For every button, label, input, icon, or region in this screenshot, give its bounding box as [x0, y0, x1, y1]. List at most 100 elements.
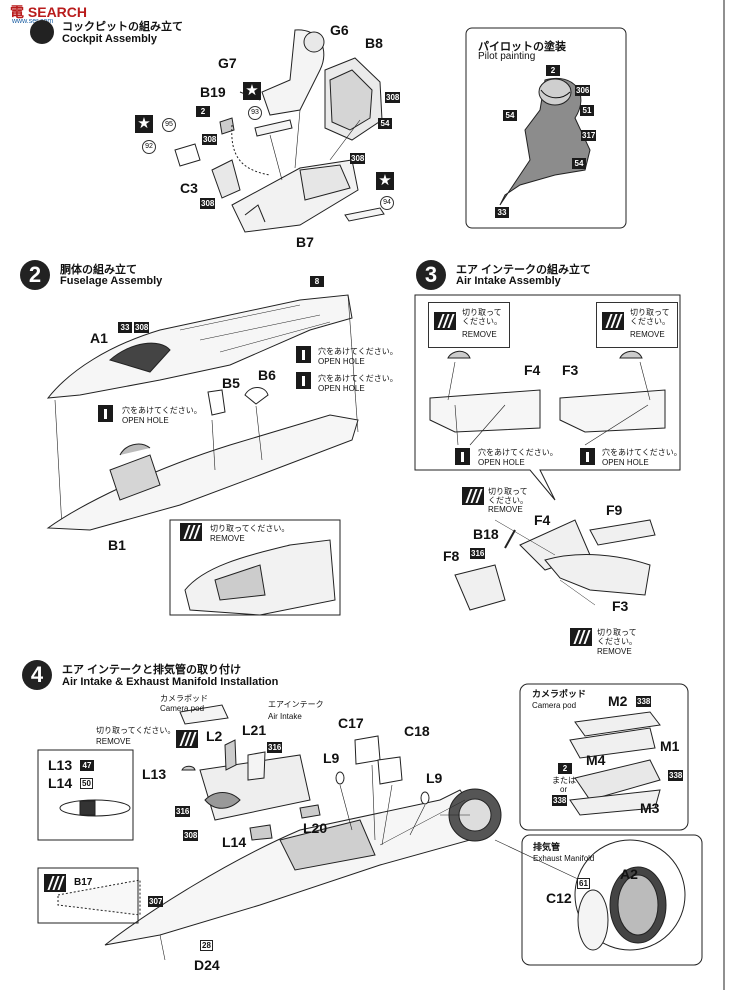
part-b18: B18 — [473, 526, 499, 542]
decal-star-icon: ★ — [376, 172, 394, 190]
part-f3: F3 — [612, 598, 629, 614]
paint-338: 338 — [636, 696, 652, 707]
camera-pod-label-jp: カメラポッド — [160, 694, 208, 703]
part-b1: B1 — [108, 537, 126, 553]
part-g7: G7 — [218, 55, 237, 71]
hole-note-jp: 穴をあけてください。 — [602, 448, 682, 457]
part-m2: M2 — [608, 693, 628, 709]
paint-47: 47 — [80, 760, 94, 771]
paint-50: 50 — [80, 778, 93, 789]
step1-title-jp: コックピットの組み立て — [62, 21, 183, 33]
paint-2: 2 — [196, 106, 210, 117]
open-hole-icon — [296, 372, 311, 389]
remove-note-jp: 切り取ってください。 — [210, 524, 290, 533]
step4-title-en: Air Intake & Exhaust Manifold Installati… — [62, 676, 279, 688]
step2-title-jp: 胴体の組み立て — [60, 264, 137, 276]
remove-icon — [570, 628, 592, 646]
paint-316: 316 — [175, 806, 191, 817]
part-f4: F4 — [524, 362, 541, 378]
remove-note-jp: 切り取って ください。 — [462, 308, 502, 326]
hole-note-jp: 穴をあけてください。 — [318, 374, 398, 383]
step4-title-jp: エア インテークと排気管の取り付け — [62, 664, 242, 676]
part-m4: M4 — [586, 752, 606, 768]
paint-61: 61 — [577, 878, 590, 889]
decal-92: 92 — [142, 140, 156, 154]
part-c18: C18 — [404, 723, 430, 739]
air-intake-label-jp: エアインテーク — [268, 700, 324, 709]
remove-note-jp: 切り取って ください。 — [597, 628, 637, 646]
remove-icon — [462, 487, 484, 505]
hole-note-jp: 穴をあけてください。 — [122, 406, 202, 415]
hole-note-en: OPEN HOLE — [602, 458, 649, 467]
part-m1: M1 — [660, 738, 680, 754]
part-b19: B19 — [200, 84, 226, 100]
step3-title-en: Air Intake Assembly — [456, 275, 561, 287]
part-l20: L20 — [303, 820, 328, 836]
part-f8: F8 — [443, 548, 460, 564]
part-l13: L13 — [48, 757, 73, 773]
part-c17: C17 — [338, 715, 364, 731]
remove-icon — [44, 874, 66, 892]
step3-title-jp: エア インテークの組み立て — [456, 264, 592, 276]
hole-note-en: OPEN HOLE — [318, 384, 365, 393]
open-hole-icon — [98, 405, 113, 422]
decal-94: 94 — [380, 196, 394, 210]
step3-number-badge: 3 — [416, 260, 446, 290]
paint-338: 338 — [668, 770, 684, 781]
part-a2: A2 — [620, 866, 638, 882]
step1-number-badge — [30, 20, 54, 44]
part-b7: B7 — [296, 234, 314, 250]
decal-95: 95 — [162, 118, 176, 132]
step2-number-badge: 2 — [20, 260, 50, 290]
camera-pod-box-en: Camera pod — [532, 701, 577, 710]
part-l2: L2 — [206, 728, 223, 744]
exhaust-label-en: Exhaust Manifold — [533, 854, 595, 863]
remove-note-en: REMOVE — [597, 647, 632, 656]
watermark-url: www.ser.com — [12, 18, 54, 25]
paint-307: 307 — [148, 896, 164, 907]
part-c3: C3 — [180, 180, 198, 196]
paint-316: 316 — [267, 742, 283, 753]
paint-51: 51 — [580, 105, 594, 116]
part-b8: B8 — [365, 35, 383, 51]
hole-note-jp: 穴をあけてください。 — [318, 347, 398, 356]
paint-28: 28 — [200, 940, 213, 951]
step2-title-en: Fuselage Assembly — [60, 275, 163, 287]
hole-note-en: OPEN HOLE — [478, 458, 525, 467]
part-b17: B17 — [74, 877, 93, 888]
remove-note-en: REMOVE — [96, 737, 131, 746]
paint-54: 54 — [572, 158, 586, 169]
part-l21: L21 — [242, 722, 267, 738]
decal-star-icon: ★ — [243, 82, 261, 100]
paint-308: 308 — [202, 134, 218, 145]
paint-306: 306 — [575, 85, 591, 96]
paint-308: 308 — [134, 322, 150, 333]
air-intake-label-en: Air Intake — [268, 712, 302, 721]
part-g6: G6 — [330, 22, 349, 38]
pilot-title-en: Pilot painting — [478, 51, 536, 62]
remove-icon — [176, 730, 198, 748]
part-c12: C12 — [546, 890, 572, 906]
paint-316: 316 — [470, 548, 486, 559]
part-f3: F3 — [562, 362, 579, 378]
remove-icon — [434, 312, 456, 330]
remove-icon — [602, 312, 624, 330]
step1-title-en: Cockpit Assembly — [62, 33, 157, 45]
or-label-en: or — [560, 785, 568, 794]
camera-pod-label-en: Camera pod — [160, 704, 205, 713]
decal-star-icon: ★ — [135, 115, 153, 133]
paint-33: 33 — [495, 207, 509, 218]
part-d24: D24 — [194, 957, 220, 973]
watermark-logo: 電 SEARCH — [10, 4, 88, 20]
step4-number-badge: 4 — [22, 660, 52, 690]
pilot-title-jp: パイロットの塗装 — [478, 41, 566, 53]
part-l9: L9 — [323, 750, 340, 766]
remove-note-en: REMOVE — [488, 505, 523, 514]
part-l14: L14 — [48, 775, 73, 791]
decal-93: 93 — [248, 106, 262, 120]
paint-54: 54 — [503, 110, 517, 121]
paint-8: 8 — [310, 276, 324, 287]
part-m3: M3 — [640, 800, 660, 816]
hole-note-en: OPEN HOLE — [318, 357, 365, 366]
